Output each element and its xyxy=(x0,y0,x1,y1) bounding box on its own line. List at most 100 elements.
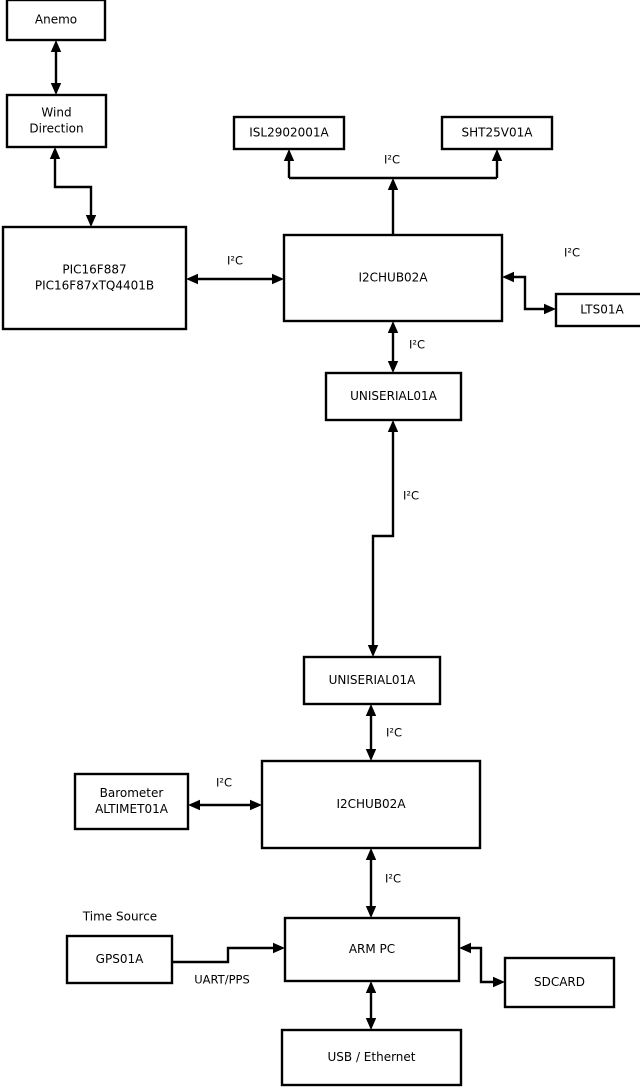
node-label-uniserial_dn: UNISERIAL01A xyxy=(329,673,417,687)
arrowhead-hub_top-uniserial_up-start xyxy=(387,321,399,333)
node-box-usb[interactable] xyxy=(280,1028,463,1087)
edge-pic-hub_top: I²C xyxy=(186,254,284,285)
arrowhead-barometer-hub_bot-start xyxy=(188,799,200,811)
edge-hub_bot-armpc: I²C xyxy=(365,848,401,918)
arrowhead-barometer-hub_bot-end xyxy=(250,799,262,811)
edge-label-hub_top-uniserial_up: I²C xyxy=(409,338,425,352)
free-labels-layer: Time Source xyxy=(82,910,157,924)
node-label-uniserial_up: UNISERIAL01A xyxy=(350,389,438,403)
node-isl[interactable]: ISL2902001A xyxy=(232,115,346,151)
node-box-uniserial_dn[interactable] xyxy=(302,655,442,706)
arrowhead-hub_top-sensors-end xyxy=(387,178,399,190)
edge-path-wind-pic xyxy=(53,156,93,218)
arrowhead-uniserial_dn-hub_bot-end xyxy=(365,749,377,761)
edge-path-armpc-sdcard xyxy=(468,946,496,984)
node-lts[interactable]: LTS01A xyxy=(554,292,640,328)
edge-hub_top-uniserial_up: I²C xyxy=(387,321,425,373)
node-label-lts: LTS01A xyxy=(580,303,624,317)
edge-label-uniserial_up-uniserial_dn: I²C xyxy=(403,489,419,503)
node-label-gps: GPS01A xyxy=(96,952,144,966)
arrowhead-hub_bot-armpc-start xyxy=(365,848,377,860)
arrowhead-hub_bot-armpc-end xyxy=(365,906,377,918)
node-hub_bot[interactable]: I2CHUB02A xyxy=(260,759,482,850)
node-label-pic-line1: PIC16F887 xyxy=(62,263,126,277)
node-armpc[interactable]: ARM PC xyxy=(283,916,461,983)
node-gps[interactable]: GPS01A xyxy=(65,934,174,985)
edge-wind-pic xyxy=(49,147,97,227)
edges-layer: I²C I²C I²C I²C I²C I²C I²C I²C UART/PPS xyxy=(49,40,580,1030)
arrowhead-armpc-sdcard-start xyxy=(493,976,505,988)
node-box-uniserial_up[interactable] xyxy=(324,371,463,422)
edge-path-uniserial_up-uniserial_dn xyxy=(371,429,395,648)
edge-label-gps-armpc: UART/PPS xyxy=(194,973,250,987)
edge-path-hub_top-lts xyxy=(511,275,547,311)
node-label-sdcard: SDCARD xyxy=(534,975,585,989)
arrowhead-hub_top-lts-end xyxy=(502,271,514,283)
edge-label-pic-hub_top: I²C xyxy=(227,254,243,268)
node-label-hub_top: I2CHUB02A xyxy=(358,271,428,285)
arrowhead-wind-pic-end xyxy=(85,215,97,227)
node-box-pic[interactable] xyxy=(1,225,188,331)
edge-path-gps-armpc xyxy=(172,946,276,964)
node-hub_top[interactable]: I2CHUB02A xyxy=(282,233,504,323)
node-uniserial_up[interactable]: UNISERIAL01A xyxy=(324,371,463,422)
arrowhead-armpc-usb-end xyxy=(365,1018,377,1030)
arrowhead-gps-armpc-end xyxy=(273,942,285,954)
node-label-hub_bot: I2CHUB02A xyxy=(336,797,406,811)
edge-gps-armpc: UART/PPS xyxy=(172,942,285,987)
node-sht[interactable]: SHT25V01A xyxy=(440,115,554,151)
node-label-barometer-line1: Barometer xyxy=(100,786,164,800)
node-anemo[interactable]: Anemo xyxy=(5,0,107,42)
node-label-barometer-line2: ALTIMET01A xyxy=(95,802,169,816)
arrowhead-hub_top-sensors-leg-1 xyxy=(491,149,503,161)
edge-barometer-hub_bot: I²C xyxy=(188,776,262,811)
arrowhead-uniserial_up-uniserial_dn-end xyxy=(367,645,379,657)
arrowhead-hub_top-sensors-leg-0 xyxy=(283,149,295,161)
node-label-armpc: ARM PC xyxy=(349,942,395,956)
node-box-lts[interactable] xyxy=(554,292,640,328)
edge-anemo-wind xyxy=(50,40,62,95)
node-label-pic-line2: PIC16F87xTQ4401B xyxy=(35,279,154,293)
edge-armpc-sdcard xyxy=(459,942,505,988)
arrowhead-hub_top-uniserial_up-end xyxy=(387,361,399,373)
node-sdcard[interactable]: SDCARD xyxy=(503,956,616,1009)
node-box-anemo[interactable] xyxy=(5,0,107,42)
arrowhead-armpc-usb-start xyxy=(365,981,377,993)
node-box-armpc[interactable] xyxy=(283,916,461,983)
node-box-sht[interactable] xyxy=(440,115,554,151)
arrowhead-anemo-wind-end xyxy=(50,83,62,95)
edge-hub_top-sensors: I²C xyxy=(283,149,503,235)
node-label-usb: USB / Ethernet xyxy=(328,1050,416,1064)
edge-armpc-usb xyxy=(365,981,377,1030)
node-box-isl[interactable] xyxy=(232,115,346,151)
edge-label-barometer-hub_bot: I²C xyxy=(216,776,232,790)
edge-label-hub_bot-armpc: I²C xyxy=(385,872,401,886)
arrowhead-wind-pic-start xyxy=(49,147,61,159)
node-box-sdcard[interactable] xyxy=(503,956,616,1009)
node-usb[interactable]: USB / Ethernet xyxy=(280,1028,463,1087)
edge-label-hub_top-sensors: I²C xyxy=(384,153,400,167)
node-box-hub_top[interactable] xyxy=(282,233,504,323)
node-box-barometer[interactable] xyxy=(73,772,190,831)
node-label-sht: SHT25V01A xyxy=(462,126,534,140)
node-box-hub_bot[interactable] xyxy=(260,759,482,850)
edge-uniserial_dn-hub_bot: I²C xyxy=(365,704,402,761)
node-uniserial_dn[interactable]: UNISERIAL01A xyxy=(302,655,442,706)
node-box-gps[interactable] xyxy=(65,934,174,985)
edge-hub_top-lts: I²C xyxy=(502,246,580,315)
arrowhead-uniserial_up-uniserial_dn-start xyxy=(387,420,399,432)
edge-label-uniserial_dn-hub_bot: I²C xyxy=(386,726,402,740)
arrowhead-hub_top-lts-start xyxy=(544,303,556,315)
node-label-wind-line1: Wind xyxy=(41,106,71,120)
node-box-wind[interactable] xyxy=(5,93,108,149)
edge-uniserial_up-uniserial_dn: I²C xyxy=(367,420,419,657)
arrowhead-anemo-wind-start xyxy=(50,40,62,52)
arrowhead-uniserial_dn-hub_bot-start xyxy=(365,704,377,716)
arrowhead-pic-hub_top-end xyxy=(272,273,284,285)
